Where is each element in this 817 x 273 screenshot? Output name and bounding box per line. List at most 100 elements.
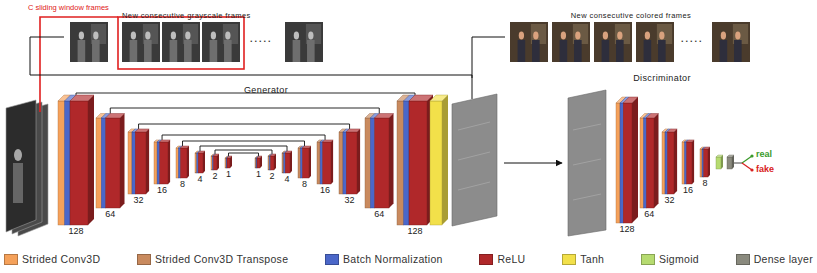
decoder-layer: [270, 156, 274, 170]
discriminator-layer: [662, 132, 665, 194]
video-frame: [145, 32, 150, 40]
layer-size: 4: [197, 175, 202, 185]
encoder-layer: [195, 153, 197, 173]
legend-swatch: [479, 254, 493, 265]
legend-swatch: [325, 254, 339, 265]
output-line: [742, 156, 752, 163]
video-frame: [224, 40, 232, 62]
encoder-layer: [106, 118, 120, 208]
layer-size: 32: [345, 196, 355, 206]
decoder-layer: [255, 158, 256, 168]
video-frame: [617, 32, 622, 40]
encoder-layer: [128, 132, 132, 194]
decoder-layer: [298, 148, 300, 178]
decoder-layer: [331, 140, 333, 184]
encoder-layer: [225, 158, 226, 168]
decoder-layer: [339, 132, 343, 194]
video-frame: [70, 22, 108, 62]
layer-size: 2: [212, 172, 217, 182]
discriminator-block: Discriminator: [562, 66, 762, 240]
video-frame: [307, 40, 315, 62]
discriminator-layer: [682, 142, 685, 184]
decoder-layer: [323, 142, 331, 184]
video-frame: [712, 22, 750, 62]
generator-block: Generator: [28, 78, 504, 242]
layer-size: 64: [374, 210, 384, 220]
decoder-layer: [282, 153, 284, 173]
encoder-layer: [135, 132, 146, 194]
video-frame: [533, 32, 538, 40]
connector: [504, 163, 562, 164]
video-frame: [184, 40, 192, 62]
video-frame: [122, 22, 160, 62]
layer-size: 8: [702, 179, 707, 189]
encoder-layer: [58, 101, 65, 225]
video-frame: [293, 40, 301, 62]
discriminator-layer: [644, 118, 647, 208]
input-frames: [13, 163, 23, 203]
dense-layer: [732, 155, 734, 169]
video-frame: [519, 32, 524, 40]
decoder-layer: [320, 142, 323, 184]
layer-size: 2: [269, 172, 274, 182]
legend-item: Sigmoid: [641, 253, 699, 265]
input-frames: [14, 149, 22, 161]
video-frame: [645, 32, 650, 40]
video-frame: [131, 32, 136, 40]
sliding-window-leader: [40, 17, 118, 112]
video-frame: [78, 40, 86, 62]
legend-swatch: [641, 254, 655, 265]
encoder-layer: [217, 154, 219, 170]
annotation: C sliding window frames: [28, 4, 109, 12]
video-frame: [734, 40, 742, 62]
video-frame: [93, 32, 98, 40]
decoder-layer: [290, 151, 292, 173]
video-frame: [92, 40, 100, 62]
discriminator-layer: [674, 129, 677, 194]
decoder-layer: [284, 153, 285, 173]
node-title: New consecutive grayscale frames: [122, 12, 251, 21]
video-frame: [561, 32, 566, 40]
encoder-layer: [65, 101, 70, 225]
frame-strip: New consecutive grayscale frames: [64, 3, 336, 69]
encoder-layer: [176, 148, 178, 178]
video-frame: [552, 22, 590, 62]
legend-text: Batch Normalization: [343, 253, 443, 265]
decoder-layer: [302, 148, 309, 178]
discriminator-layer: [620, 103, 623, 223]
discriminator-layer: [687, 142, 693, 184]
video-frame: [185, 32, 190, 40]
output-class: fake: [756, 165, 774, 175]
dense-layer: [727, 157, 732, 169]
encoder-layer: [132, 132, 135, 194]
decoder-layer: [285, 153, 290, 173]
layer-size: 8: [302, 180, 307, 190]
encoder-layer: [180, 148, 187, 178]
video-frame: [616, 40, 624, 62]
video-frame: [574, 40, 582, 62]
decoder-layer: [370, 118, 374, 208]
discriminator-layer: [646, 118, 654, 208]
layer-size: 64: [644, 210, 654, 220]
video-frame: [144, 40, 152, 62]
skip-connection: [110, 108, 379, 114]
discriminator-layer: [692, 140, 694, 184]
ellipsis: .....: [250, 35, 273, 45]
encoder-layer: [198, 153, 203, 173]
layer-size: 64: [105, 210, 115, 220]
legend-item: Batch Normalization: [325, 253, 443, 265]
encoder-layer: [160, 142, 168, 184]
legend-text: Strided Conv3D Transpose: [155, 253, 288, 265]
discriminator-layer: [632, 97, 638, 223]
output-class: real: [756, 150, 772, 160]
discriminator-input: [573, 124, 601, 200]
discriminator-layer: [616, 103, 620, 223]
decoder-layer: [257, 158, 260, 168]
legend-item: Dense layer: [736, 253, 813, 265]
legend-item: Strided Conv3D Transpose: [137, 253, 288, 265]
video-frame: [636, 22, 674, 62]
legend-item: ReLU: [479, 253, 525, 265]
legend-text: Sigmoid: [659, 253, 699, 265]
output-dot: [750, 154, 753, 157]
ellipsis: .....: [681, 35, 704, 45]
